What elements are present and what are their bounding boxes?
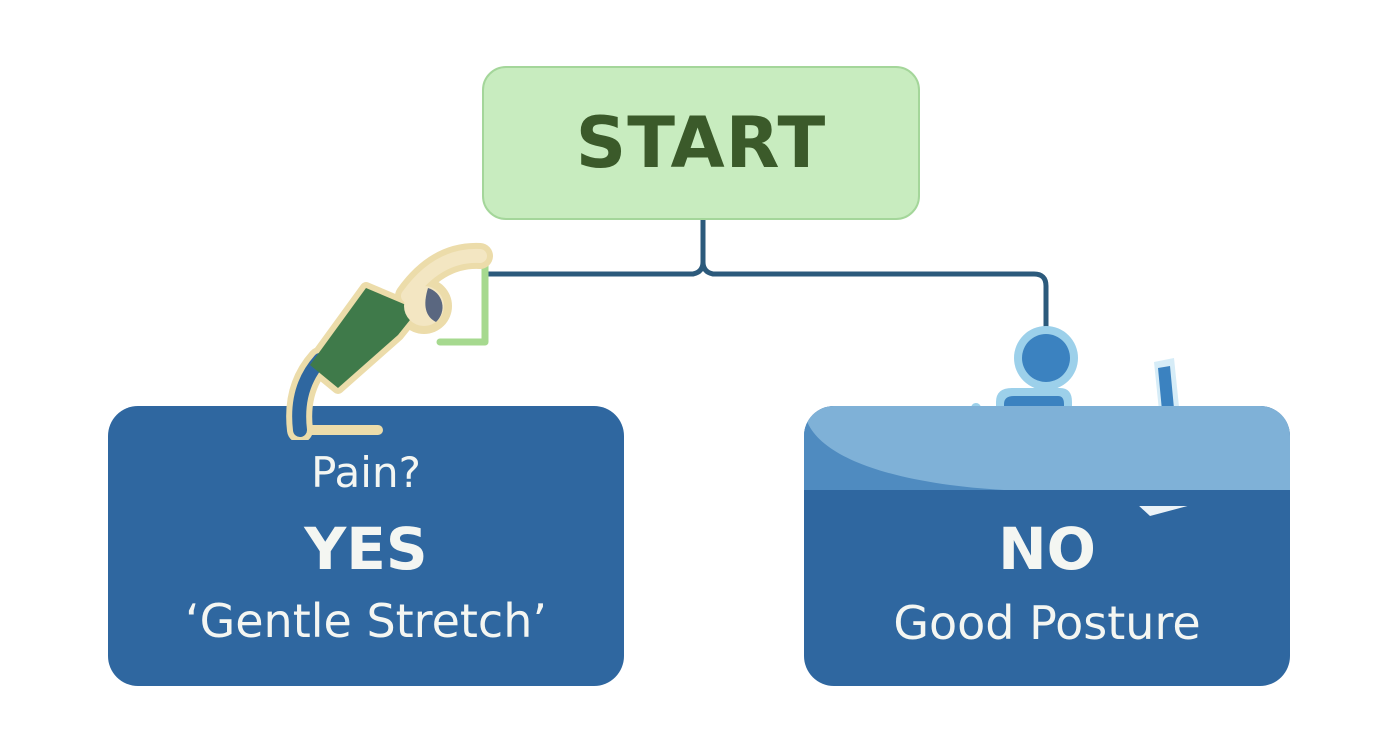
no-answer: NO — [998, 515, 1096, 583]
branch-no: NO Good Posture — [804, 406, 1290, 686]
desk-scene-backdrop — [804, 406, 1290, 506]
gentle-stretch-label: ‘Gentle Stretch’ — [184, 594, 547, 648]
connector-line-right — [700, 217, 1049, 333]
start-node: START — [482, 66, 920, 220]
connector-line-left — [485, 217, 706, 277]
yes-answer: YES — [304, 515, 428, 583]
branch-yes: Pain? YES ‘Gentle Stretch’ — [108, 406, 624, 686]
start-label: START — [575, 102, 827, 184]
pain-question: Pain? — [311, 448, 421, 497]
good-posture-label: Good Posture — [893, 596, 1201, 650]
